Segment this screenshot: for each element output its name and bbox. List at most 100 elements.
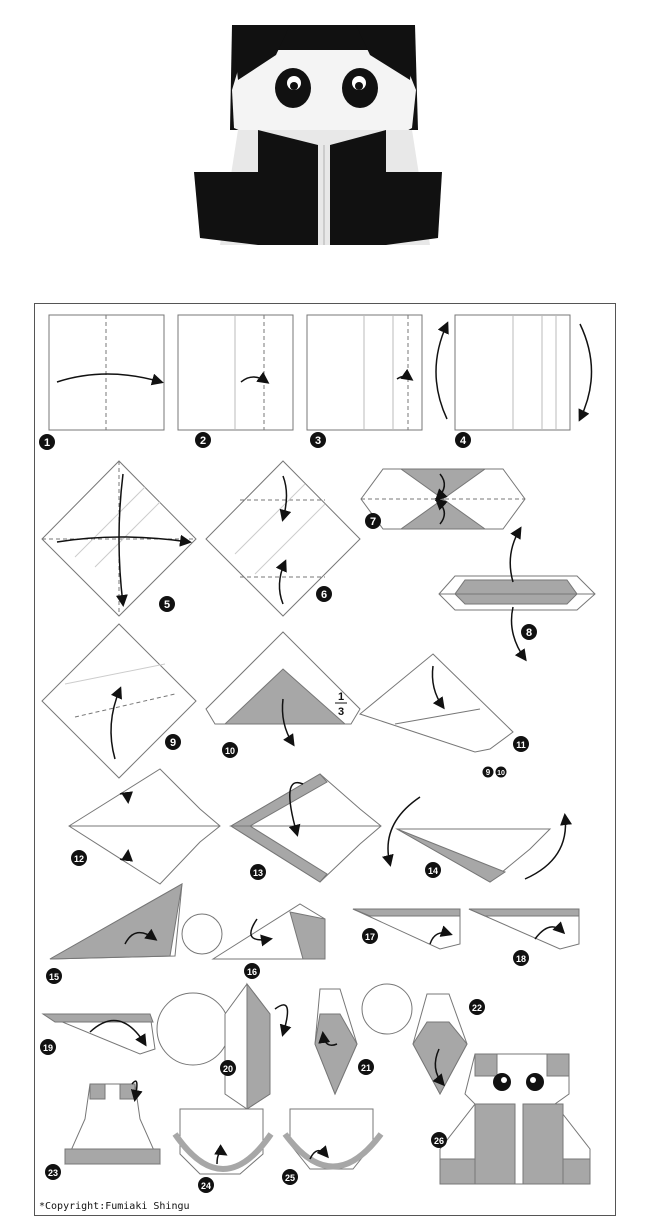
fraction-denominator: 3: [338, 706, 344, 718]
step-badge-20: [220, 1060, 236, 1076]
photo-leg-right: [330, 130, 386, 245]
step-number-26: 26: [434, 1136, 444, 1146]
step-number-5: 5: [164, 599, 170, 611]
step-badge-23: [45, 1164, 61, 1180]
step-number-1: 1: [44, 437, 50, 449]
step-number-11: 11: [516, 740, 526, 750]
step9-arrow: [110, 686, 122, 760]
step4-arrow-left: [435, 321, 449, 420]
step-badge-13: [250, 864, 266, 880]
step-number-3: 3: [315, 435, 321, 447]
step-number-17: 17: [365, 932, 375, 942]
step8-arrow-down: [510, 606, 527, 662]
step-badge-1: [39, 434, 55, 450]
step-badge-4: [455, 432, 471, 448]
step14-arrow-left: [382, 796, 421, 867]
step-badge-3: [310, 432, 326, 448]
step4-arrow-right: [578, 323, 593, 422]
step-badge-25: [282, 1169, 298, 1185]
step25-arrow: [309, 1145, 329, 1160]
step-number-23: 23: [48, 1168, 58, 1178]
step-number-8: 8: [526, 627, 532, 639]
step2-arrow: [240, 371, 270, 384]
step-badge-26: [431, 1132, 447, 1148]
step6-arrow-bottom: [275, 559, 287, 605]
step-badge-14: [425, 862, 441, 878]
step-badge-21: [358, 1059, 374, 1075]
step3-arrow: [396, 368, 414, 381]
step19-detail-circle: [156, 992, 230, 1066]
step-badge-8: [521, 624, 537, 640]
step17-arrow: [429, 925, 453, 945]
step22-detail-circle: [361, 983, 413, 1035]
copyright: *Copyright:Fumiaki Shingu: [39, 1201, 190, 1212]
step-number-12: 12: [74, 854, 84, 864]
step22-arrow: [432, 1048, 445, 1087]
step-number-13: 13: [253, 868, 263, 878]
step-number-19: 19: [43, 1043, 53, 1053]
step-badge-11: [513, 736, 529, 752]
step-number-16: 16: [247, 967, 257, 977]
step-badge-22: [469, 999, 485, 1015]
step5-arrow-h: [56, 534, 192, 547]
step-badge-6: [316, 586, 332, 602]
step-number-15: 15: [49, 972, 59, 982]
photo-ear-left: [232, 25, 290, 80]
step6-arrow-top: [279, 475, 292, 522]
step-number-25: 25: [285, 1173, 295, 1183]
step-number-22: 22: [472, 1003, 482, 1013]
step-badge-2: [195, 432, 211, 448]
repeat-from: 9: [486, 768, 491, 777]
step21-arrow: [318, 1031, 338, 1046]
step24-shape: [179, 1108, 264, 1175]
step-badge-15: [46, 968, 62, 984]
step11-shape: [358, 653, 514, 753]
step-badge-17: [362, 928, 378, 944]
step-number-14: 14: [428, 866, 438, 876]
step7-arrow-top: [434, 473, 448, 502]
step-badge-19: [40, 1039, 56, 1055]
step-number-18: 18: [516, 954, 526, 964]
step14-arrow-right: [524, 813, 572, 880]
step15-arrow: [124, 928, 158, 945]
step-badge-10: [222, 742, 238, 758]
step-number-21: 21: [361, 1063, 371, 1073]
step13-arrow: [288, 781, 304, 837]
step11-arrow: [431, 665, 445, 710]
step-badge-7: [365, 513, 381, 529]
step5-arrow-v: [115, 473, 128, 607]
step-number-2: 2: [200, 435, 206, 447]
step-number-4: 4: [460, 435, 467, 447]
step-badge-24: [198, 1177, 214, 1193]
step-number-20: 20: [223, 1064, 233, 1074]
step25-shape: [289, 1108, 374, 1170]
step14-shape: [395, 828, 552, 883]
step-number-7: 7: [370, 516, 376, 528]
step20-arrow: [274, 1004, 292, 1037]
step12-arrow-top: [119, 791, 133, 804]
repeat-to: 10: [497, 770, 505, 777]
step-badge-5: [159, 596, 175, 612]
step-badge-18: [513, 950, 529, 966]
step23-arrow: [130, 1080, 143, 1102]
photo-leg-left: [258, 130, 318, 245]
step-number-10: 10: [225, 746, 235, 756]
folding-diagram: 1 3 9 10 1234567891011121314151617181920…: [39, 314, 596, 1193]
fraction-numerator: 1: [338, 691, 344, 703]
step16-arrow: [250, 918, 273, 947]
step24-arrow: [214, 1144, 228, 1165]
step6-diamond: [205, 460, 361, 617]
step19-arrow: [89, 1019, 147, 1047]
step15-detail-circle: [181, 913, 223, 955]
step12-arrow-bottom: [119, 849, 133, 862]
step10-arrow: [281, 698, 295, 747]
step7-arrow-bottom: [434, 497, 448, 525]
step9-diamond: [41, 623, 197, 779]
photo-paw-left: [194, 172, 258, 245]
step-number-24: 24: [201, 1181, 211, 1191]
step18-arrow: [534, 921, 566, 940]
step-badge-9: [165, 734, 181, 750]
step8-arrow-up: [509, 526, 522, 583]
